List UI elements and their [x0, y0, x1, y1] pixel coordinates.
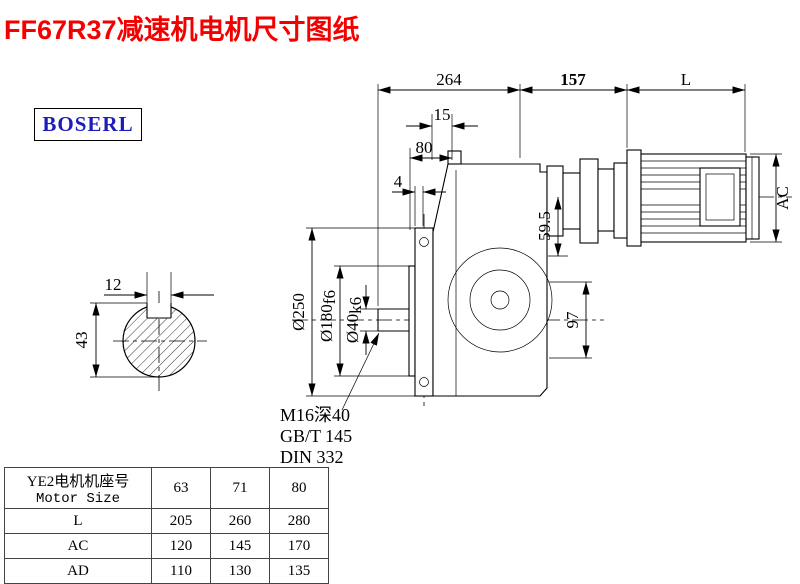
- table-size-cell: 63: [151, 467, 211, 509]
- table-row: AD 110 130 135: [4, 558, 329, 584]
- shaft-section-view: 12 43: [72, 272, 214, 378]
- motor-size-table: YE2电机机座号 Motor Size 63 71 80 L 205 260 2…: [4, 467, 329, 584]
- table-row-label: AD: [4, 558, 152, 584]
- output-shaft: [377, 308, 409, 332]
- dim-157-label: 157: [560, 70, 586, 89]
- flange-bolt-hole: [419, 377, 429, 387]
- table-cell: 130: [210, 558, 270, 584]
- gear-circle: [469, 269, 531, 331]
- logo-text: BOSERL: [42, 112, 134, 136]
- dim-shaft-height: 43: [72, 302, 157, 378]
- mounting-flange: [414, 227, 434, 397]
- dim-80-label: 80: [416, 138, 433, 157]
- gearbox-body: [432, 163, 548, 397]
- motor-flange: [626, 149, 642, 247]
- table-row-label: L: [4, 508, 152, 534]
- table-size-cell: 80: [269, 467, 329, 509]
- dim-4-label: 4: [394, 172, 403, 191]
- table-row: L 205 260 280: [4, 508, 329, 534]
- note-tap-hole: M16深40: [280, 405, 350, 425]
- table-header-en: Motor Size: [35, 490, 120, 507]
- flange-bolt-hole: [419, 237, 429, 247]
- gearbox-outline: [377, 150, 553, 397]
- table-cell: 110: [151, 558, 211, 584]
- dim-top-chain: 264 157 L: [377, 70, 746, 306]
- dim-97-label: 97: [563, 311, 582, 329]
- dim-15: 15: [406, 105, 478, 160]
- table-cell: 145: [210, 533, 270, 559]
- flange-spigot: [408, 265, 416, 377]
- table-cell: 205: [151, 508, 211, 534]
- motor-terminal-box: [699, 167, 741, 227]
- dim-ac: AC: [750, 153, 792, 243]
- table-cell: 135: [269, 558, 329, 584]
- table-header-cell: YE2电机机座号 Motor Size: [4, 467, 152, 509]
- motor-terminal-box-inner: [705, 173, 735, 221]
- table-cell: 280: [269, 508, 329, 534]
- page-title: FF67R37减速机电机尺寸图纸: [4, 15, 360, 45]
- dim-spigot: Ø180f6: [317, 265, 409, 377]
- dim-shaft: Ø40k6: [343, 285, 378, 355]
- dim-180-label: Ø180f6: [317, 290, 339, 342]
- dim-97: 97: [549, 281, 592, 359]
- table-cell: 170: [269, 533, 329, 559]
- table-header-row: YE2电机机座号 Motor Size 63 71 80: [4, 467, 329, 509]
- adapter-coupling: [546, 158, 628, 244]
- dim-250-label: Ø250: [289, 293, 308, 331]
- motor-outline: [626, 149, 760, 247]
- note-gb-standard: GB/T 145: [280, 426, 352, 446]
- gear-circle: [490, 290, 510, 310]
- table-size-cell: 71: [210, 467, 270, 509]
- table-row-label: AC: [4, 533, 152, 559]
- gearbox-top-lug: [447, 150, 462, 165]
- notes: M16深40 GB/T 145 DIN 332: [280, 332, 380, 467]
- dim-59-5-label: 59.5: [535, 211, 554, 241]
- keyway-slot: [147, 303, 171, 318]
- table-cell: 260: [210, 508, 270, 534]
- motor-fan-cover: [745, 156, 760, 240]
- dim-12-label: 12: [105, 275, 122, 294]
- table-cell: 120: [151, 533, 211, 559]
- note-din-standard: DIN 332: [280, 447, 344, 467]
- dim-key-width: 12: [104, 272, 214, 303]
- dim-4: 4: [392, 172, 446, 226]
- dim-15-label: 15: [434, 105, 451, 124]
- logo-box: BOSERL: [34, 108, 142, 141]
- table-header-zh: YE2电机机座号: [26, 473, 130, 490]
- dim-40-label: Ø40k6: [343, 297, 365, 343]
- dim-L-label: L: [681, 70, 691, 89]
- dim-flange-od: Ø250: [289, 227, 415, 397]
- dim-59-5: 59.5: [535, 197, 568, 257]
- dim-ac-label: AC: [773, 186, 792, 210]
- table-row: AC 120 145 170: [4, 533, 329, 559]
- dim-43-label: 43: [72, 332, 91, 349]
- dim-264-label: 264: [436, 70, 462, 89]
- gear-circle: [447, 247, 553, 353]
